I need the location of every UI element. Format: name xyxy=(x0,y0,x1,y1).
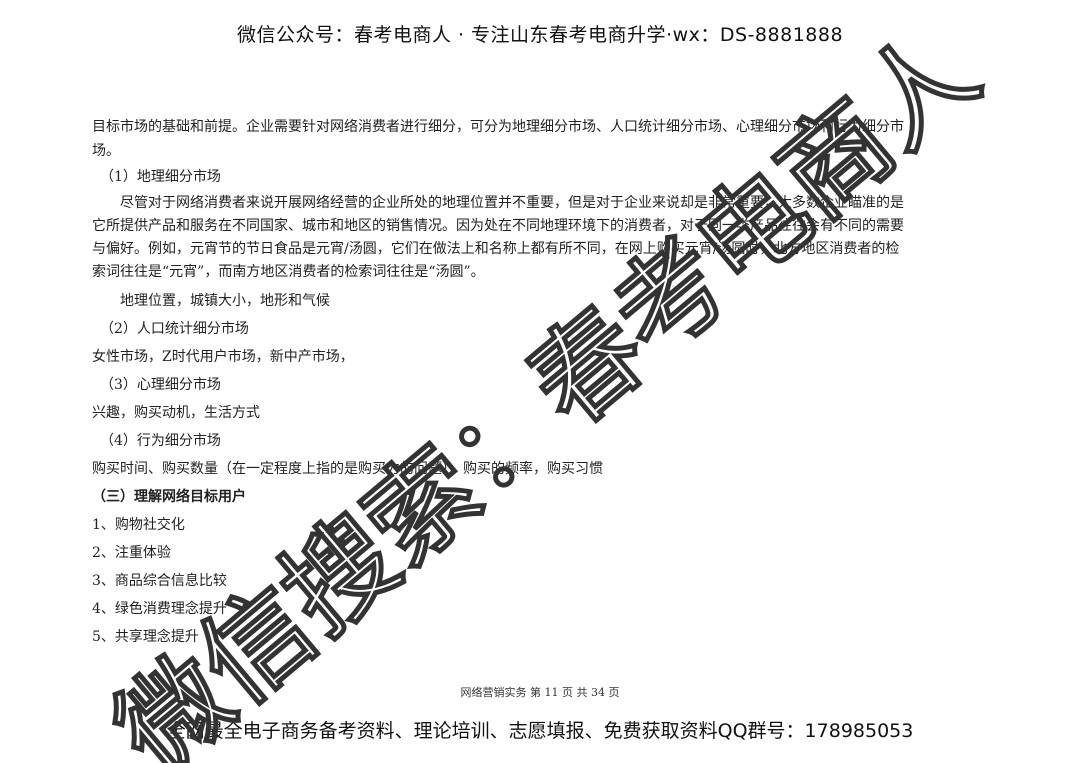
paragraph-line: 索词往往是“元宵”，而南方地区消费者的检索词往往是“汤圆”。 xyxy=(92,264,485,280)
section-heading: （4）行为细分市场 xyxy=(100,433,221,449)
section-heading-bold: （三）理解网络目标用户 xyxy=(92,489,246,505)
footer-banner: 全网最全电子商务备考资料、理论培训、志愿填报、免费获取资料QQ群号：178985… xyxy=(166,720,914,742)
page-number: 网络营销实务 第 11 页 共 34 页 xyxy=(460,686,620,699)
paragraph-line: 目标市场的基础和前提。企业需要针对网络消费者进行细分，可分为地理细分市场、人口统… xyxy=(92,119,904,135)
list-item: 4、绿色消费理念提升 xyxy=(92,601,227,617)
paragraph-line: 与偏好。例如，元宵节的节日食品是元宵/汤圆，它们在做法上和名称上都有所不同，在网… xyxy=(92,241,900,257)
section-heading: （3）心理细分市场 xyxy=(100,377,221,393)
paragraph-line: 尽管对于网络消费者来说开展网络经营的企业所处的地理位置并不重要，但是对于企业来说… xyxy=(120,195,904,211)
section-heading: （1）地理细分市场 xyxy=(100,169,221,185)
paragraph-line: 兴趣，购买动机，生活方式 xyxy=(92,405,260,421)
list-item: 2、注重体验 xyxy=(92,545,171,561)
section-heading: （2）人口统计细分市场 xyxy=(100,321,249,337)
list-item: 5、共享理念提升 xyxy=(92,629,199,645)
paragraph-line: 女性市场，Z时代用户市场，新中产市场， xyxy=(92,349,354,365)
header-banner: 微信公众号：春考电商人 · 专注山东春考电商升学·wx：DS-8881888 xyxy=(236,24,844,46)
paragraph-line: 地理位置，城镇大小，地形和气候 xyxy=(120,293,330,309)
list-item: 3、商品综合信息比较 xyxy=(92,573,227,589)
paragraph-line: 购买时间、购买数量（在一定程度上指的是购买力的问题），购买的频率，购买习惯 xyxy=(92,461,603,477)
paragraph-line: 场。 xyxy=(92,143,120,159)
list-item: 1、购物社交化 xyxy=(92,517,185,533)
paragraph-line: 它所提供产品和服务在不同国家、城市和地区的销售情况。因为处在不同地理环境下的消费… xyxy=(92,218,904,234)
